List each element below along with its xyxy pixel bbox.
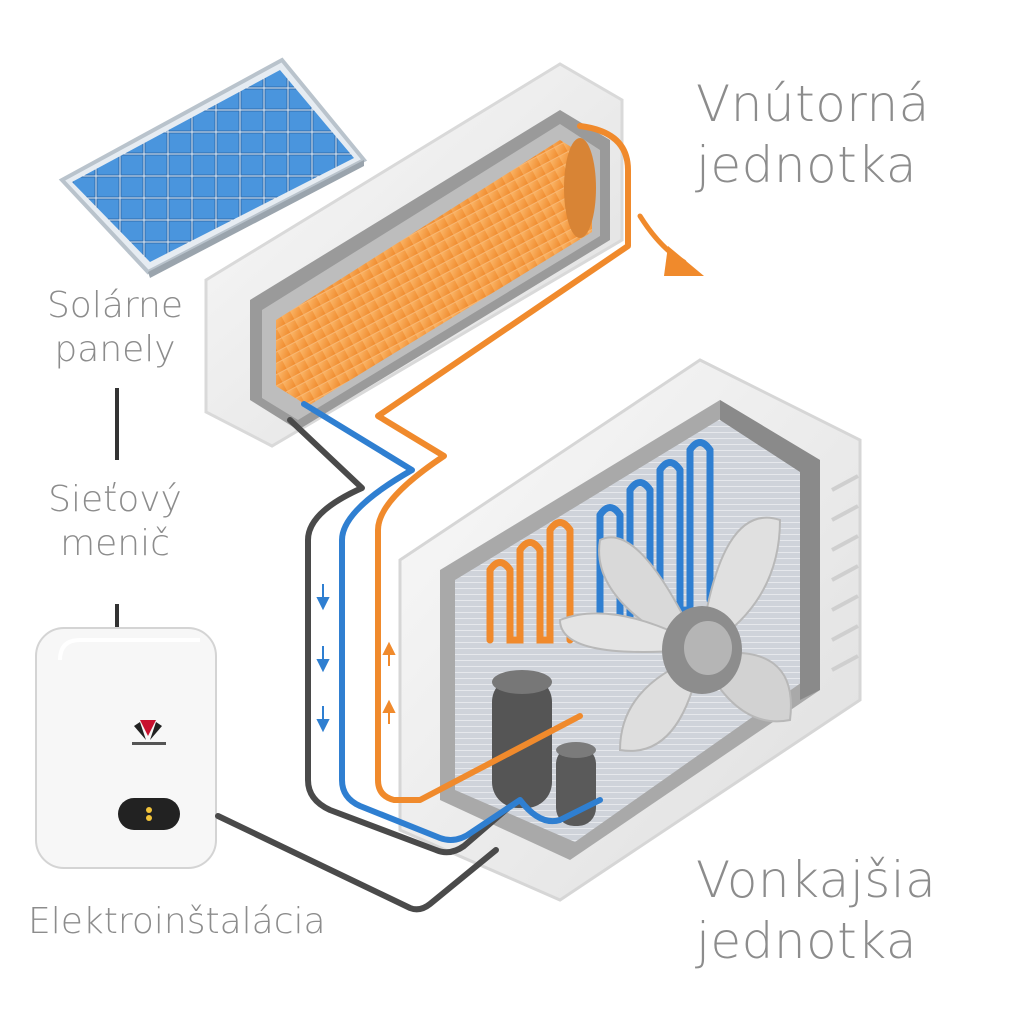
inverter-icon [35, 627, 217, 869]
grid-inverter-label-line2: menič [60, 522, 170, 564]
grid-inverter-label: Sieťový menič [40, 478, 190, 566]
interconnect-cable [287, 417, 511, 856]
airflow-arrow-icon [637, 213, 704, 276]
fan-icon [558, 516, 792, 752]
outdoor-unit-label-line1: Vonkajšia [696, 851, 937, 909]
indoor-coil [276, 140, 592, 406]
outdoor-unit-label-line2: jednotka [696, 912, 917, 970]
solar-panels-label-line1: Solárne [46, 285, 184, 326]
solar-panel-icon [58, 57, 368, 278]
solar-panels-label-line2: panely [54, 328, 176, 370]
electrical-installation-label: Elektroinštalácia [28, 901, 326, 942]
cold-pipe [301, 401, 603, 843]
down-arrows [316, 584, 330, 733]
indoor-unit-label-line2: jednotka [696, 136, 917, 194]
solar-panels-label: Solárne panely [40, 284, 190, 372]
inverter-display [118, 798, 180, 830]
side-vents [831, 474, 859, 672]
indoor-unit-label-line1: Vnútorná [696, 75, 930, 133]
indoor-unit-label: Vnútorná jednotka [696, 74, 930, 196]
hot-pipe [375, 123, 631, 803]
outdoor-unit-label: Vonkajšia jednotka [696, 850, 936, 972]
indoor-unit-icon [204, 62, 624, 448]
inverter-logo [132, 720, 166, 745]
outdoor-unit-icon [398, 358, 862, 902]
grid-inverter-label-line1: Sieťový [48, 479, 182, 520]
up-arrows [382, 641, 396, 724]
power-cable [215, 813, 499, 913]
